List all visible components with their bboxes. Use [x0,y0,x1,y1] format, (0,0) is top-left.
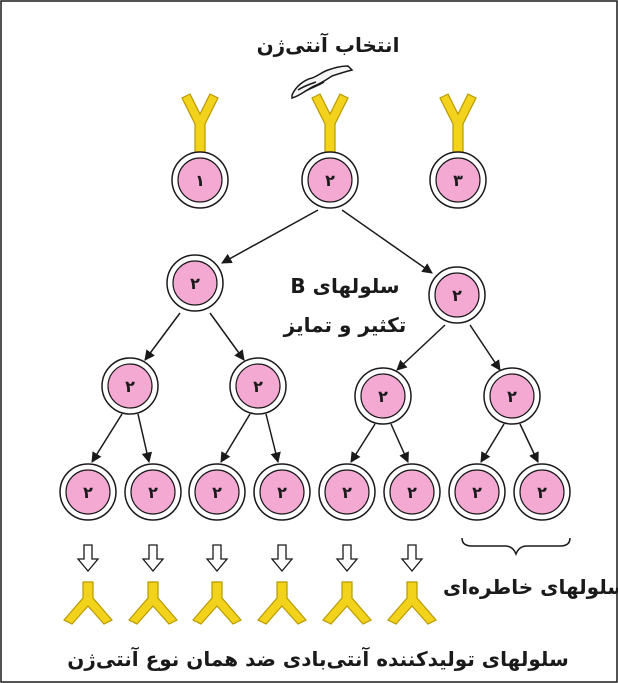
cell-number: ۲ [277,483,287,502]
receptor-2 [311,93,349,155]
hollow-arrow [205,544,229,573]
arrow [209,312,245,361]
b-cells-label: سلولهای B [290,274,399,298]
plasma-cells-label: سلولهای تولیدکننده آنتی‌بادی ضد همان نوع… [67,646,568,671]
plasma-precursor-cell-3: ۲ [188,463,246,521]
cell-number: ۲ [325,171,335,190]
arrow [144,312,181,361]
arrow [91,413,123,463]
cell-number: ۲ [342,483,352,502]
cell-number: ۲ [452,286,462,305]
cell-number: ۲ [253,377,263,396]
cells-layer: ۱ ۲ ۳ ۲ ۲ ۲ ۲ ۲ ۲ ۲ ۲ ۲ ۲ ۲ ۲ ۲ ۲ [59,93,571,521]
arrow [390,423,409,463]
arrow [137,413,153,464]
arrow [396,324,446,371]
plasma-precursor-cell-4: ۲ [253,463,311,521]
b-cell-top-1: ۱ [171,151,229,209]
receptor-1 [181,93,219,155]
plasma-precursor-cell-5: ۲ [318,463,376,521]
cell-number: ۲ [125,377,135,396]
arrow [220,413,251,463]
cell-number: ۲ [148,483,158,502]
plasma-precursor-cell-2: ۲ [124,463,182,521]
b-cell-top-2: ۲ [301,151,359,209]
arrow-top-to-right [341,209,433,274]
memory-cell-1: ۲ [448,463,506,521]
antibody [63,581,113,625]
arrow [469,324,501,371]
b-cell-level3-4: ۲ [483,367,541,425]
hollow-arrows-layer [76,544,424,573]
plasma-precursor-cell-1: ۲ [59,463,117,521]
b-cell-level3-1: ۲ [101,357,159,415]
cell-number: ۱ [195,171,205,190]
b-cell-level2-2: ۲ [428,266,486,324]
arrow [480,423,505,463]
memory-bracket [461,537,571,557]
arrow-top-to-left [221,209,319,264]
cell-number: ۲ [472,483,482,502]
hollow-arrow [270,544,294,573]
b-cell-level3-3: ۲ [354,367,412,425]
cell-number: ۲ [507,387,517,406]
antibody [387,581,437,625]
b-cell-level3-2: ۲ [229,357,287,415]
cell-number: ۲ [190,274,200,293]
memory-cells-label: سلولهای خاطره‌ای [443,575,618,599]
antigen-shape [291,65,354,99]
proliferation-label: تکثیر و تمایز [283,313,407,337]
arrow [519,423,539,463]
hollow-arrow [400,544,424,573]
antibody [128,581,178,625]
hollow-arrow [76,544,100,573]
arrow [265,413,281,464]
arrow [350,423,376,463]
plasma-precursor-cell-6: ۲ [383,463,441,521]
receptor-3 [439,93,477,155]
memory-cell-2: ۲ [513,463,571,521]
arrows-layer [91,209,539,464]
cell-number: ۲ [537,483,547,502]
antigen-selection-label: انتخاب آنتی‌ژن [257,32,400,57]
antibodies-layer [63,581,437,625]
antibody [257,581,307,625]
cell-number: ۲ [407,483,417,502]
cell-number: ۲ [83,483,93,502]
antibody [192,581,242,625]
b-cell-level2-1: ۲ [166,254,224,312]
cell-number: ۳ [453,171,463,190]
cell-number: ۲ [378,387,388,406]
b-cell-top-3: ۳ [429,151,487,209]
hollow-arrow [141,544,165,573]
hollow-arrow [335,544,359,573]
cell-number: ۲ [212,483,222,502]
antibody [322,581,372,625]
